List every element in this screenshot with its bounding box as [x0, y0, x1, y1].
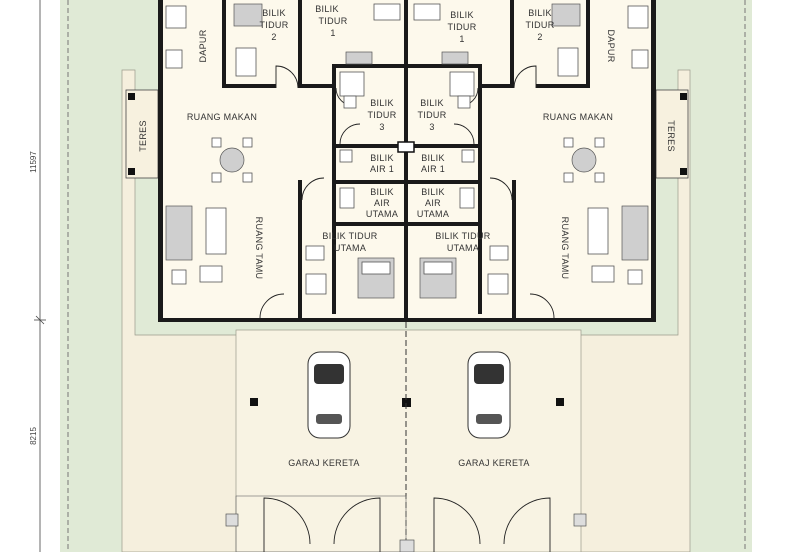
- label-bilik-tidur-2-right-line2: TIDUR: [526, 20, 555, 30]
- label-bilik-tidur-2-line3: 2: [271, 32, 276, 42]
- label-bilik-tidur-utama-line1: BILIK TIDUR: [322, 231, 377, 241]
- label-ruang-makan-right: RUANG MAKAN: [543, 112, 613, 122]
- label-garaj-right: GARAJ KERETA: [458, 458, 529, 468]
- margin-strip: [0, 0, 60, 552]
- furniture-right: [413, 3, 649, 299]
- room-labels-right: DAPUR BILIK TIDUR 2 BILIK TIDUR 1 BILIK …: [417, 8, 676, 468]
- interior-walls-right: [408, 0, 590, 320]
- label-dapur-right: DAPUR: [606, 29, 616, 62]
- label-teres-right: TERES: [666, 120, 676, 152]
- label-bilik-air-1-line2: AIR 1: [370, 164, 394, 174]
- label-bilik-air-utama-line3: UTAMA: [366, 209, 398, 219]
- label-bilik-tidur-utama-right-line2: UTAMA: [447, 243, 479, 253]
- label-bilik-tidur-3-right-line1: BILIK: [420, 98, 444, 108]
- dimension-lower: 8215: [29, 427, 38, 445]
- room-labels-left: DAPUR BILIK TIDUR 2 BILIK TIDUR 1 BILIK …: [138, 4, 398, 468]
- label-bilik-tidur-3-right-line3: 3: [429, 122, 434, 132]
- label-garaj: GARAJ KERETA: [288, 458, 359, 468]
- label-bilik-tidur-1-right-line2: TIDUR: [448, 22, 477, 32]
- doors: [259, 65, 555, 319]
- label-bilik-air-utama-line2: AIR: [374, 198, 390, 208]
- label-bilik-air-utama-right-line2: AIR: [425, 198, 441, 208]
- label-bilik-tidur-3-line3: 3: [379, 122, 384, 132]
- dimension-upper: 11597: [29, 151, 38, 173]
- label-bilik-tidur-1-line3: 1: [330, 28, 335, 38]
- outer-walls: [158, 0, 656, 322]
- label-bilik-tidur-2-right-line3: 2: [537, 32, 542, 42]
- label-ruang-tamu-right: RUANG TAMU: [560, 217, 570, 280]
- label-bilik-tidur-2-right-line1: BILIK: [528, 8, 552, 18]
- car-right: [467, 351, 511, 439]
- label-bilik-tidur-2-line2: TIDUR: [260, 20, 289, 30]
- label-bilik-tidur-1-line2: TIDUR: [319, 16, 348, 26]
- label-bilik-air-1-line1: BILIK: [370, 153, 394, 163]
- label-bilik-air-1-right-line2: AIR 1: [421, 164, 445, 174]
- label-bilik-tidur-1-right-line1: BILIK: [450, 10, 474, 20]
- columns: [128, 93, 687, 407]
- teres-left: [125, 89, 159, 179]
- label-teres: TERES: [138, 120, 148, 152]
- label-bilik-air-utama-right-line1: BILIK: [421, 187, 445, 197]
- label-bilik-tidur-utama-right-line1: BILIK TIDUR: [435, 231, 490, 241]
- label-bilik-tidur-2-line1: BILIK: [262, 8, 286, 18]
- label-bilik-tidur-utama-line2: UTAMA: [334, 243, 366, 253]
- label-bilik-air-utama-right-line3: UTAMA: [417, 209, 449, 219]
- label-bilik-air-1-right-line1: BILIK: [421, 153, 445, 163]
- label-bilik-tidur-1-line1: BILIK: [315, 4, 339, 14]
- label-bilik-tidur-3-line2: TIDUR: [368, 110, 397, 120]
- label-dapur: DAPUR: [198, 29, 208, 62]
- label-bilik-tidur-3-right-line2: TIDUR: [418, 110, 447, 120]
- garage-floor: [235, 329, 582, 552]
- shaft: [397, 141, 415, 153]
- label-ruang-tamu: RUANG TAMU: [254, 217, 264, 280]
- car-left: [307, 351, 351, 439]
- margin-strip-right: [752, 0, 800, 552]
- interior-walls-left: [158, 0, 404, 320]
- label-bilik-tidur-3-line1: BILIK: [370, 98, 394, 108]
- label-bilik-air-utama-line1: BILIK: [370, 187, 394, 197]
- dimension-line: 11597 8215: [29, 0, 46, 552]
- gates: [225, 495, 587, 552]
- label-ruang-makan: RUANG MAKAN: [187, 112, 257, 122]
- label-bilik-tidur-1-right-line3: 1: [459, 34, 464, 44]
- furniture-left: [165, 3, 401, 299]
